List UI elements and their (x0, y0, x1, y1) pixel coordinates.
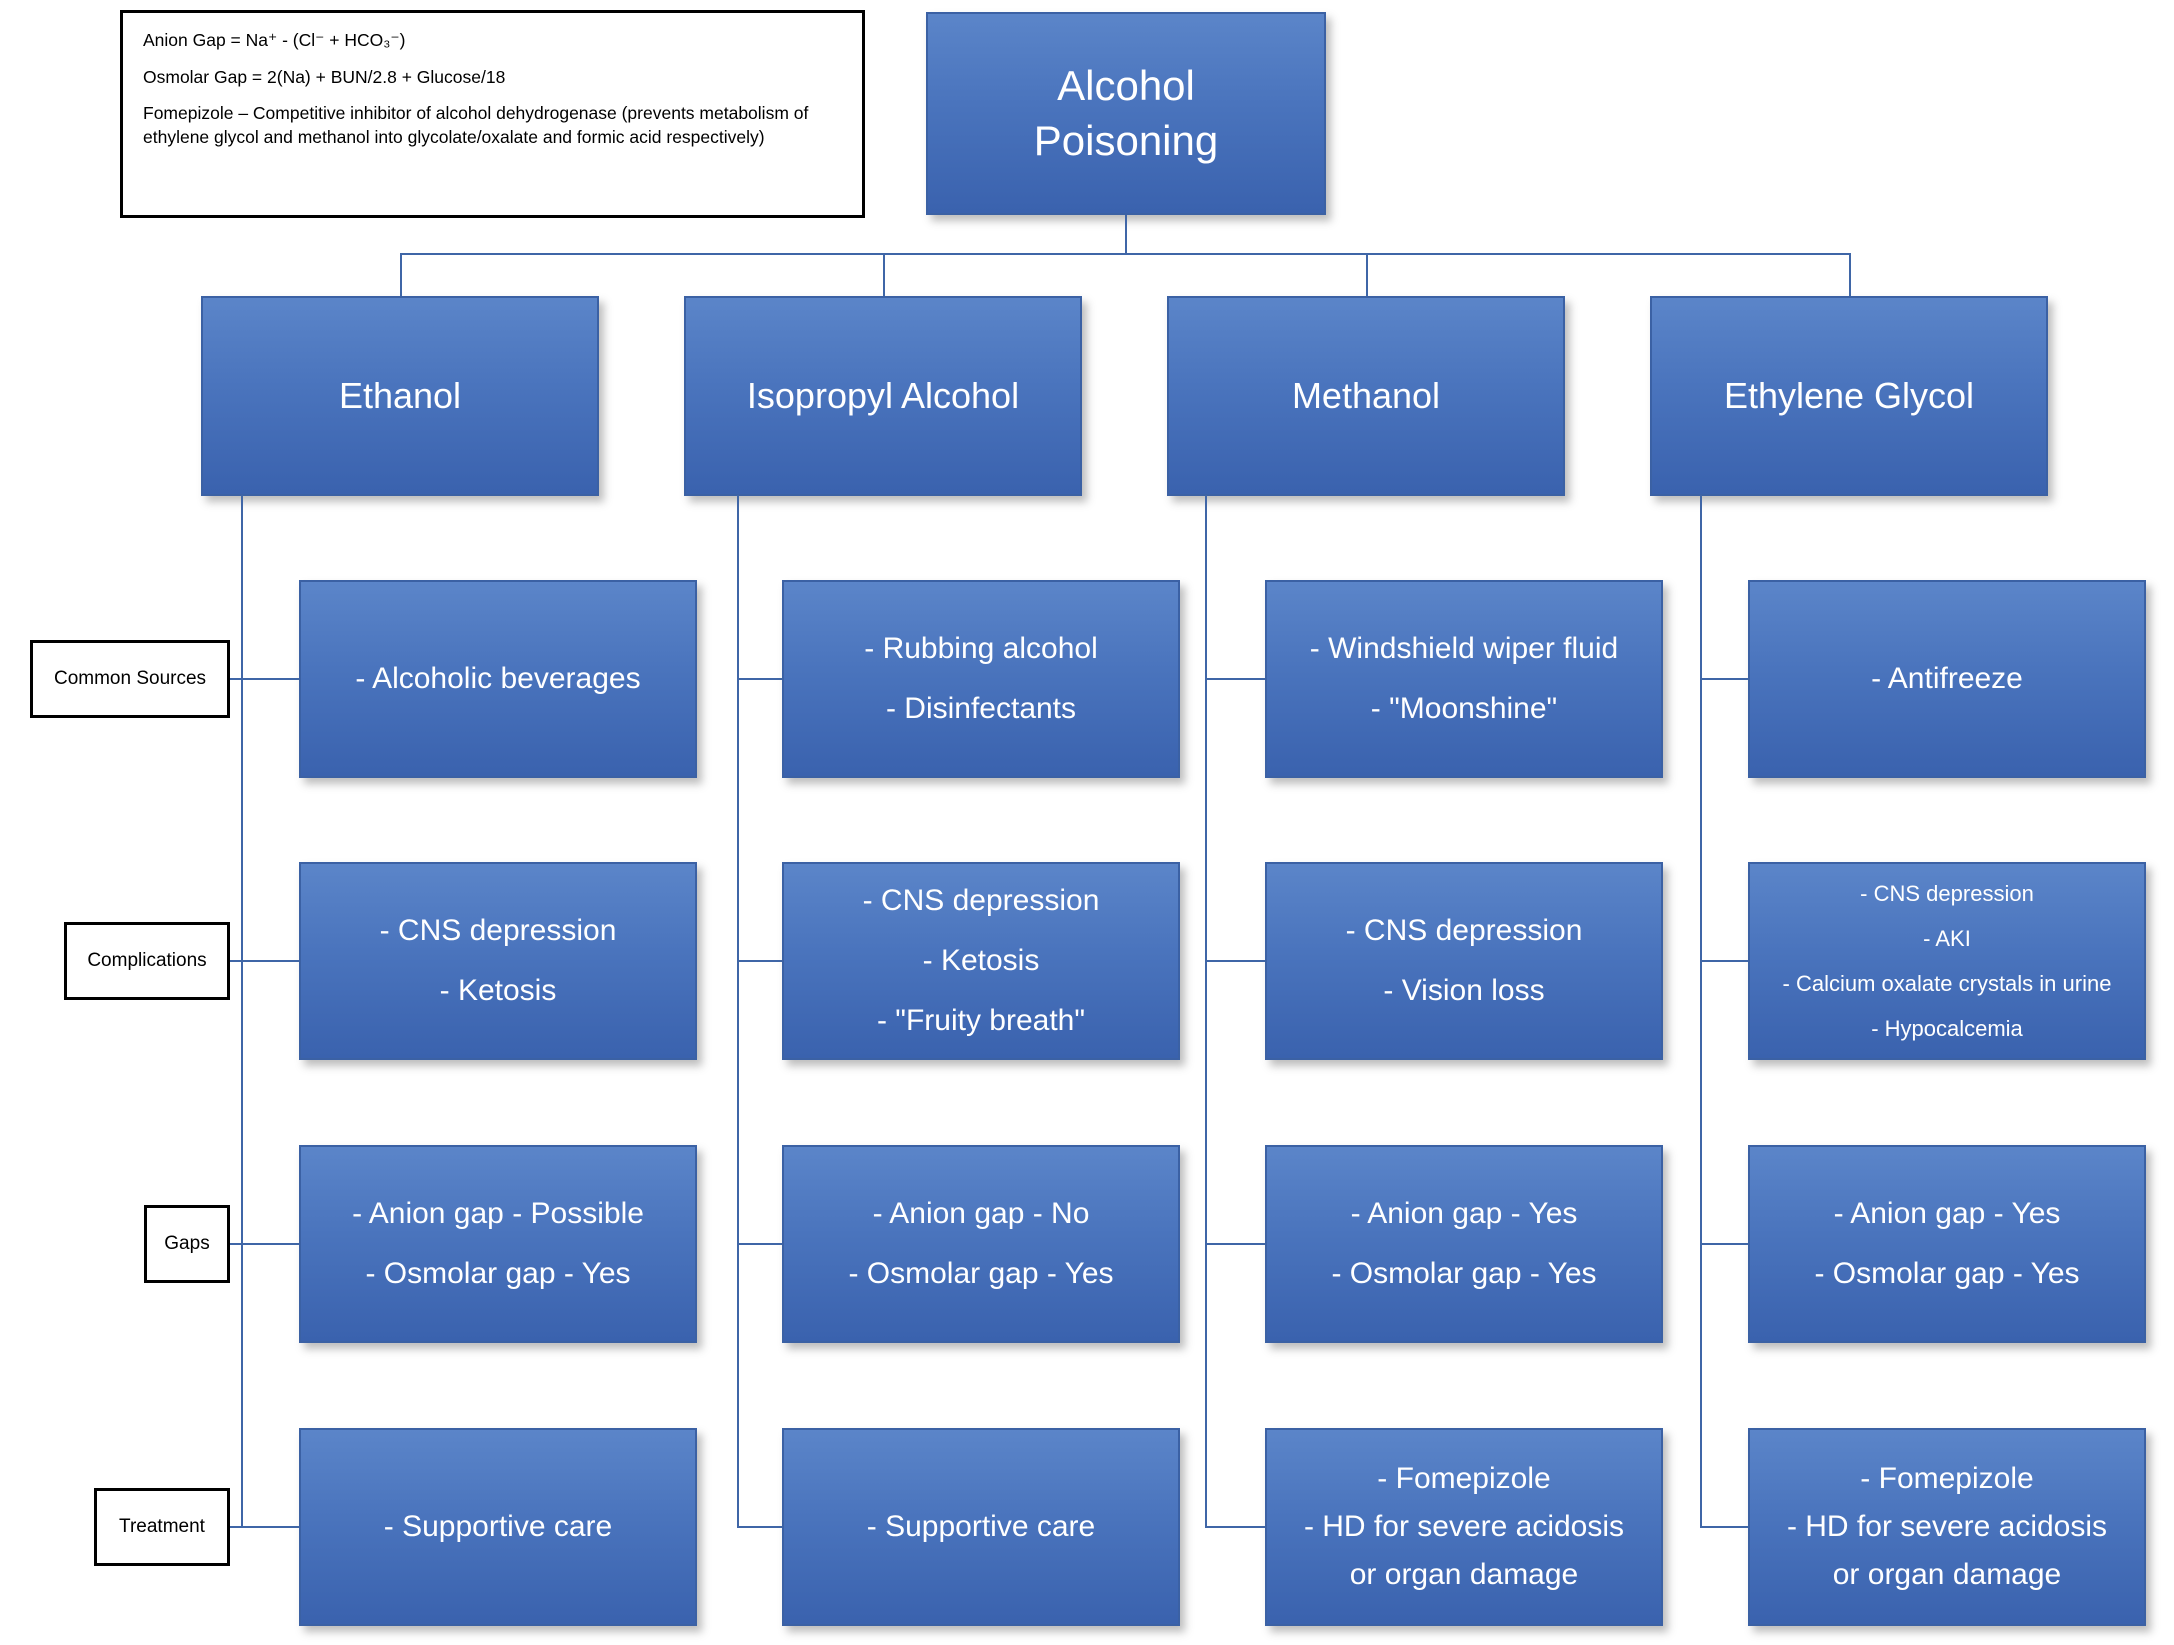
branch-ethanol-row4 (230, 1526, 300, 1528)
cell-isopropyl-complications: - CNS depression - Ketosis - "Fruity bre… (782, 862, 1180, 1060)
cell-methanol-gaps: - Anion gap - Yes - Osmolar gap - Yes (1265, 1145, 1663, 1343)
branch-isopropyl-row1 (737, 678, 783, 680)
cell-ethanol-treatment: - Supportive care (299, 1428, 697, 1626)
branch-methanol-row1 (1205, 678, 1266, 680)
column-header-methanol: Methanol (1167, 296, 1565, 496)
branch-ethylene-glycol-row4 (1700, 1526, 1749, 1528)
connector-stub-isopropyl (883, 253, 885, 298)
spine-ethylene-glycol (1700, 495, 1702, 1527)
column-header-ethylene-glycol: Ethylene Glycol (1650, 296, 2048, 496)
branch-ethanol-row1 (230, 678, 300, 680)
branch-methanol-row2 (1205, 960, 1266, 962)
connector-stub-ethanol (400, 253, 402, 298)
branch-ethylene-glycol-row1 (1700, 678, 1749, 680)
column-header-isopropyl-alcohol: Isopropyl Alcohol (684, 296, 1082, 496)
formula-note-box: Anion Gap = Na⁺ - (Cl⁻ + HCO₃⁻) Osmolar … (120, 10, 865, 218)
branch-isopropyl-row3 (737, 1243, 783, 1245)
spine-isopropyl (737, 495, 739, 1527)
connector-stub-methanol (1366, 253, 1368, 298)
cell-ethylene-glycol-gaps: - Anion gap - Yes - Osmolar gap - Yes (1748, 1145, 2146, 1343)
cell-ethanol-gaps: - Anion gap - Possible - Osmolar gap - Y… (299, 1145, 697, 1343)
cell-methanol-common-sources: - Windshield wiper fluid - "Moonshine" (1265, 580, 1663, 778)
cell-methanol-complications: - CNS depression - Vision loss (1265, 862, 1663, 1060)
note-line-osmolar-gap: Osmolar Gap = 2(Na) + BUN/2.8 + Glucose/… (143, 66, 506, 87)
column-header-ethanol: Ethanol (201, 296, 599, 496)
row-label-treatment: Treatment (94, 1488, 230, 1566)
branch-methanol-row3 (1205, 1243, 1266, 1245)
cell-ethanol-common-sources: - Alcoholic beverages (299, 580, 697, 778)
row-label-complications: Complications (64, 922, 230, 1000)
connector-stub-ethylene-glycol (1849, 253, 1851, 298)
branch-methanol-row4 (1205, 1526, 1266, 1528)
spine-methanol (1205, 495, 1207, 1527)
root-node-alcohol-poisoning: Alcohol Poisoning (926, 12, 1326, 215)
branch-ethanol-row2 (230, 960, 300, 962)
cell-ethylene-glycol-complications: - CNS depression - AKI - Calcium oxalate… (1748, 862, 2146, 1060)
cell-ethanol-complications: - CNS depression - Ketosis (299, 862, 697, 1060)
spine-ethanol (241, 495, 243, 1527)
row-label-gaps: Gaps (144, 1205, 230, 1283)
note-line-anion-gap: Anion Gap = Na⁺ - (Cl⁻ + HCO₃⁻) (143, 30, 406, 50)
connector-top-horizontal (400, 253, 1851, 255)
branch-ethylene-glycol-row2 (1700, 960, 1749, 962)
cell-ethylene-glycol-treatment: - Fomepizole - HD for severe acidosis or… (1748, 1428, 2146, 1626)
branch-ethanol-row3 (230, 1243, 300, 1245)
cell-ethylene-glycol-common-sources: - Antifreeze (1748, 580, 2146, 778)
branch-ethylene-glycol-row3 (1700, 1243, 1749, 1245)
connector-title-stub (1125, 215, 1127, 253)
cell-isopropyl-common-sources: - Rubbing alcohol - Disinfectants (782, 580, 1180, 778)
cell-isopropyl-gaps: - Anion gap - No - Osmolar gap - Yes (782, 1145, 1180, 1343)
branch-isopropyl-row4 (737, 1526, 783, 1528)
branch-isopropyl-row2 (737, 960, 783, 962)
note-line-fomepizole: Fomepizole – Competitive inhibitor of al… (143, 103, 809, 147)
cell-isopropyl-treatment: - Supportive care (782, 1428, 1180, 1626)
cell-methanol-treatment: - Fomepizole - HD for severe acidosis or… (1265, 1428, 1663, 1626)
row-label-common-sources: Common Sources (30, 640, 230, 718)
